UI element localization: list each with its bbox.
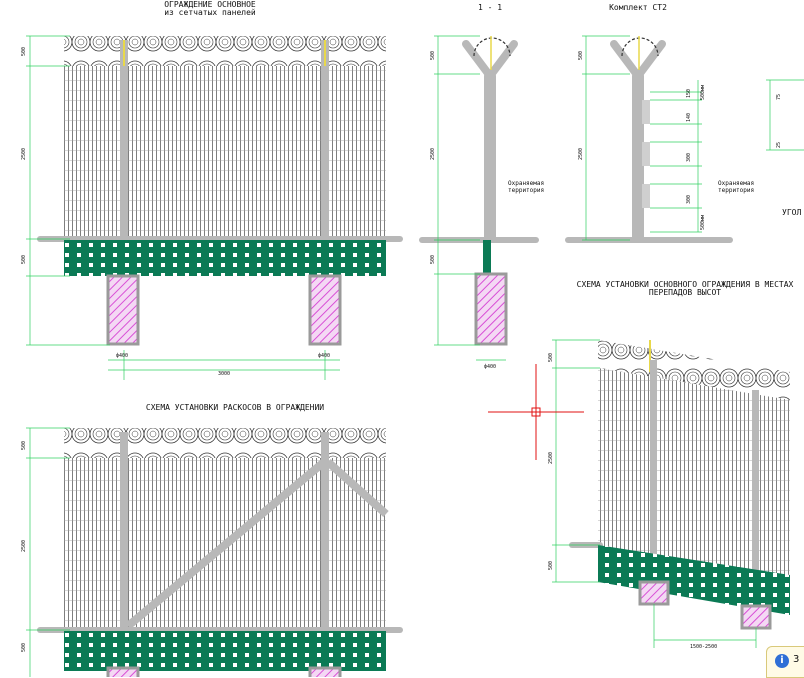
dim-label: ф400 xyxy=(318,353,331,359)
title-raskosy: СХЕМА УСТАНОВКИ РАСКОСОВ В ОГРАЖДЕНИИ xyxy=(145,403,325,412)
dim-label: 500мм xyxy=(700,214,706,230)
dim-label: 500 xyxy=(21,642,27,652)
dim-label: 500 xyxy=(578,50,584,60)
brace-diagonal xyxy=(325,459,389,517)
fence-post-right xyxy=(321,40,329,336)
razor-wire-arc xyxy=(473,37,511,57)
note-line: Охраняемая xyxy=(508,180,545,187)
dim-label: 75 xyxy=(776,93,782,100)
foundation-left xyxy=(106,666,140,677)
dim-label: 300 xyxy=(686,152,692,162)
dim-label: 3000 xyxy=(218,371,231,377)
fence-post-right xyxy=(752,390,759,622)
dim-label: 150 xyxy=(686,88,692,98)
foundation-left xyxy=(106,274,140,346)
razor-wire-coil xyxy=(64,428,386,458)
fence-post xyxy=(484,74,496,240)
fence-post-left xyxy=(120,432,128,677)
foundation-right xyxy=(740,604,772,630)
title-main-fence: ОГРАЖДЕНИЕ ОСНОВНОЕ из сетчатых панелей xyxy=(120,1,300,17)
dim-label: 2500 xyxy=(21,539,27,552)
dim-label: 500мм xyxy=(700,84,706,100)
foundation-right xyxy=(308,274,342,346)
title-perepad: СХЕМА УСТАНОВКИ ОСНОВНОГО ОГРАЖДЕНИЯ В М… xyxy=(560,281,804,297)
title-section: 1 - 1 xyxy=(477,3,503,12)
cad-crosshair-cursor[interactable] xyxy=(488,364,584,460)
title-komplekt: Комплект СТ2 xyxy=(609,3,667,12)
dim-label: 500 xyxy=(548,352,554,362)
fence-post-left xyxy=(120,40,128,336)
y-bracket xyxy=(610,40,666,83)
view-section-1-1 xyxy=(419,35,539,361)
post-buried xyxy=(483,240,491,290)
view-komplekt-st2 xyxy=(565,35,804,243)
dim-label: 140 xyxy=(686,112,692,122)
razor-wire-coil xyxy=(598,340,790,400)
dim-label: 500 xyxy=(21,46,27,56)
dim-label: 500 xyxy=(548,560,554,570)
dim-label: 25 xyxy=(776,141,782,148)
dim-label: ф400 xyxy=(484,364,497,370)
dim-label: 500 xyxy=(430,50,436,60)
clamp xyxy=(642,100,650,124)
dim-label: 500 xyxy=(430,254,436,264)
ground-strip xyxy=(598,545,790,615)
fence-post-left xyxy=(650,360,657,600)
label-ugol: УГОЛ xyxy=(782,208,802,217)
foundation-right xyxy=(308,666,342,677)
view-main-fence xyxy=(26,35,403,380)
dim-label: ф400 xyxy=(116,353,129,359)
foundation-left xyxy=(638,580,670,606)
brace-diagonal xyxy=(125,458,327,630)
cursor-pickbox xyxy=(531,407,541,417)
title-main-line1: ОГРАЖДЕНИЕ ОСНОВНОЕ xyxy=(164,0,256,9)
razor-wire-coil xyxy=(64,36,386,66)
dim-label: 500 xyxy=(21,254,27,264)
note-line: территория xyxy=(718,187,755,195)
dim-label: 2500 xyxy=(548,451,554,464)
note-protected-area: Охраняемая территория xyxy=(508,180,544,194)
view-perepad xyxy=(552,339,790,648)
clamp xyxy=(642,142,650,166)
ground-strip xyxy=(64,631,386,671)
y-bracket xyxy=(462,40,518,83)
info-icon: i xyxy=(775,654,789,668)
dim-label: 300 xyxy=(686,194,692,204)
title-perepad-line1: СХЕМА УСТАНОВКИ ОСНОВНОГО ОГРАЖДЕНИЯ В М… xyxy=(576,280,794,289)
foundation xyxy=(474,272,508,346)
info-text: 3 xyxy=(793,654,800,665)
ground-strip xyxy=(64,240,386,276)
title-main-line2: из сетчатых панелей xyxy=(164,8,256,17)
dim-label: 2500 xyxy=(21,147,27,160)
dim-label: 500 xyxy=(21,440,27,450)
dim-label: 1500-2500 xyxy=(690,644,718,650)
title-perepad-line2: ПЕРЕПАДОВ ВЫСОТ xyxy=(648,288,722,297)
dim-label: 2500 xyxy=(578,147,584,160)
fence-post xyxy=(632,74,644,240)
note-line: Охраняемая xyxy=(718,180,755,187)
fence-post-right xyxy=(321,432,329,677)
dim-label: 2500 xyxy=(430,147,436,160)
mesh-panel xyxy=(64,66,386,238)
clamp xyxy=(642,184,650,208)
note-line: территория xyxy=(508,187,545,195)
note-protected-area: Охраняемая территория xyxy=(718,180,754,194)
razor-wire-arc xyxy=(621,37,659,57)
info-notification[interactable]: i 3 xyxy=(766,646,804,678)
view-raskosy xyxy=(26,427,403,677)
mesh-panel xyxy=(598,368,790,590)
